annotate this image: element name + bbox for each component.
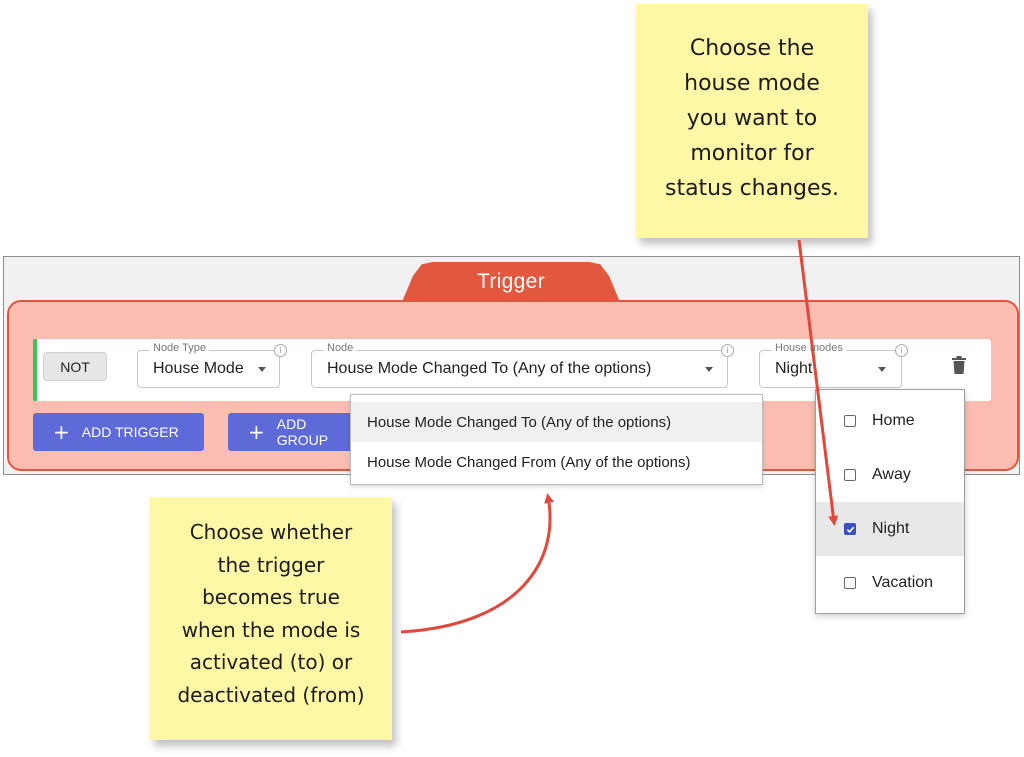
- info-icon[interactable]: i: [274, 344, 287, 357]
- checkbox-checked-icon[interactable]: [844, 523, 856, 535]
- plus-icon: +: [248, 420, 265, 444]
- node-dropdown-menu: House Mode Changed To (Any of the option…: [350, 394, 763, 485]
- node-type-select[interactable]: Node Type i House Mode: [137, 342, 287, 388]
- mode-option-home[interactable]: Home: [816, 394, 964, 448]
- mode-option-vacation[interactable]: Vacation: [816, 556, 964, 610]
- active-indicator-bar: [33, 339, 37, 401]
- note-line: when the mode is: [181, 617, 361, 642]
- note-line: status changes.: [664, 176, 839, 201]
- checkbox-icon[interactable]: [844, 469, 856, 481]
- node-option-changed-to[interactable]: House Mode Changed To (Any of the option…: [351, 402, 762, 442]
- node-option-label: House Mode Changed To (Any of the option…: [367, 413, 672, 431]
- note-line: house mode: [684, 71, 820, 96]
- info-icon[interactable]: i: [721, 344, 734, 357]
- checkmark-icon: [846, 526, 854, 533]
- mode-option-away[interactable]: Away: [816, 448, 964, 502]
- node-label: Node: [324, 342, 357, 354]
- trash-icon[interactable]: [952, 356, 966, 374]
- house-modes-value: Night: [775, 360, 813, 377]
- note-line: monitor for: [690, 141, 814, 166]
- mode-option-label: Vacation: [872, 574, 934, 591]
- trigger-title: Trigger: [477, 270, 545, 293]
- house-modes-label: House modes: [772, 342, 846, 354]
- node-option-changed-from[interactable]: House Mode Changed From (Any of the opti…: [351, 442, 762, 482]
- note-line: the trigger: [217, 552, 325, 577]
- node-select[interactable]: Node i House Mode Changed To (Any of the…: [311, 342, 734, 388]
- note-line: Choose whether: [189, 520, 353, 544]
- house-modes-dropdown-menu: Home Away Night Vacation: [815, 389, 965, 614]
- node-value: House Mode Changed To (Any of the option…: [327, 360, 652, 377]
- chevron-down-icon: [705, 367, 713, 372]
- trigger-tab: Trigger: [402, 262, 620, 302]
- mode-option-label: Home: [872, 412, 915, 429]
- node-type-label: Node Type: [150, 342, 210, 354]
- plus-icon: +: [53, 420, 70, 444]
- checkbox-icon[interactable]: [844, 415, 856, 427]
- info-icon[interactable]: i: [895, 344, 908, 357]
- node-option-label: House Mode Changed From (Any of the opti…: [367, 453, 691, 471]
- chevron-down-icon: [878, 367, 886, 372]
- house-modes-select[interactable]: House modes i Night: [759, 342, 908, 388]
- mode-option-label: Away: [872, 466, 911, 483]
- mode-option-night[interactable]: Night: [816, 502, 964, 556]
- chevron-down-icon: [258, 367, 266, 372]
- add-group-button[interactable]: + ADD GROUP: [228, 413, 354, 451]
- note-line: Choose the: [689, 36, 815, 61]
- add-group-label: ADD GROUP: [276, 416, 329, 448]
- node-type-value: House Mode: [153, 360, 244, 377]
- note-line: deactivated (from): [177, 682, 365, 707]
- add-trigger-label: ADD TRIGGER: [81, 424, 179, 440]
- note-line: becomes true: [202, 585, 340, 609]
- add-trigger-button[interactable]: + ADD TRIGGER: [33, 413, 204, 451]
- not-button[interactable]: NOT: [43, 352, 107, 381]
- note-line: you want to: [686, 106, 818, 131]
- note-line: activated (to) or: [189, 650, 353, 674]
- arrow-to-node-menu: [400, 493, 555, 634]
- checkbox-icon[interactable]: [844, 577, 856, 589]
- sticky-note-trigger-direction: Choose whether the trigger becomes true …: [150, 497, 392, 740]
- sticky-note-house-mode: Choose the house mode you want to monito…: [636, 4, 868, 238]
- mode-option-label: Night: [872, 520, 910, 537]
